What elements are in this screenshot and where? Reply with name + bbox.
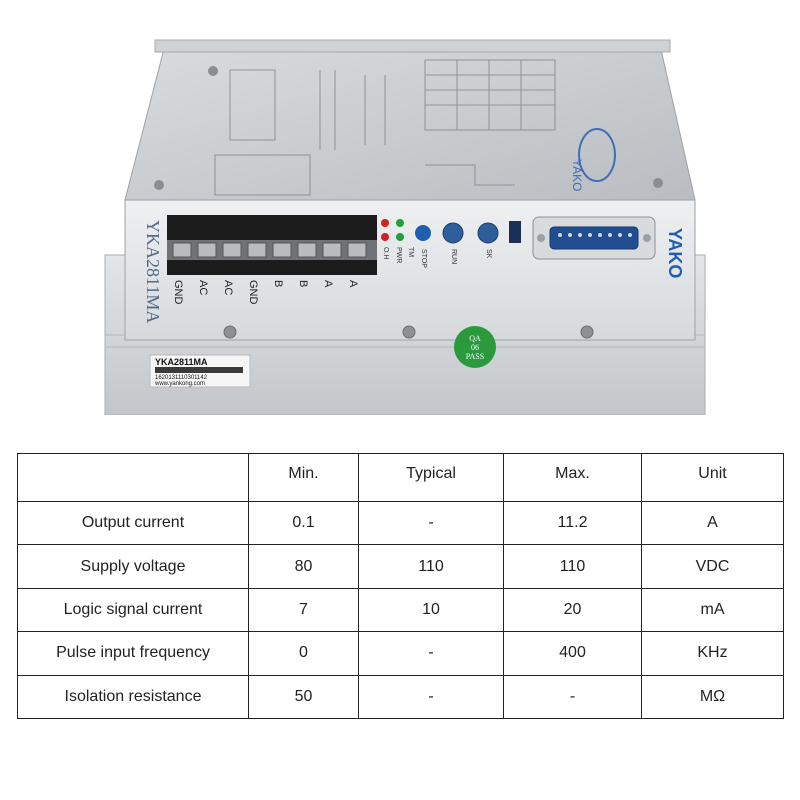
cell-parameter: Supply voltage — [17, 544, 249, 589]
cell-typical: - — [358, 500, 504, 546]
header-cell-typical: Typical — [358, 453, 504, 502]
cell-max: - — [503, 674, 642, 720]
cell-unit: MΩ — [641, 674, 784, 720]
stop-label: STOP — [420, 249, 427, 268]
run-knob[interactable] — [442, 222, 464, 244]
product-photo: YAKO YKA2811MA GND AC AC GND B B A A O.H… — [104, 39, 706, 415]
terminal-label: A — [347, 280, 359, 288]
cell-typical: 10 — [358, 587, 504, 633]
front-model-text: YKA2811MA — [143, 220, 163, 323]
table-row: Supply voltage 80 110 110 VDC — [17, 544, 784, 589]
cell-parameter: Output current — [17, 500, 249, 546]
qa-badge-line-1: QA — [469, 334, 481, 343]
qa-badge-line-2: 06 — [471, 343, 479, 352]
cell-unit: mA — [641, 587, 784, 633]
spec-table: Min. Typical Max. Unit Output current 0.… — [17, 453, 784, 720]
sk-knob[interactable] — [477, 222, 499, 244]
led-label-oh: O.H — [382, 247, 389, 259]
dip-switch[interactable] — [509, 221, 521, 243]
front-screw-middle — [402, 325, 416, 339]
cover-printing — [214, 59, 556, 196]
terminal-label: A — [322, 280, 334, 288]
terminal-label: AC — [197, 280, 209, 295]
run-label: RUN — [450, 249, 457, 264]
front-screw-left — [223, 325, 237, 339]
cell-typical: - — [358, 674, 504, 720]
terminal-block — [167, 215, 377, 275]
qa-badge-line-3: PASS — [466, 352, 484, 361]
terminal-label: B — [297, 280, 309, 287]
front-brand: YAKO — [665, 228, 685, 278]
stop-knob[interactable] — [415, 225, 431, 241]
cell-unit: A — [641, 500, 784, 546]
db15-connector — [532, 216, 656, 260]
table-row: Logic signal current 7 10 20 mA — [17, 587, 784, 633]
cell-min: 0.1 — [248, 500, 359, 546]
terminal-label: B — [272, 280, 284, 287]
cover-screw-3 — [154, 180, 164, 190]
cell-typical: 110 — [358, 544, 504, 589]
table-row: Pulse input frequency 0 - 400 KHz — [17, 631, 784, 676]
cell-parameter: Logic signal current — [17, 587, 249, 633]
cell-unit: KHz — [641, 631, 784, 676]
table-header-row: Min. Typical Max. Unit — [17, 453, 784, 502]
cover-brand-text: YAKO — [570, 159, 584, 191]
qa-badge: QA 06 PASS — [454, 326, 496, 368]
front-screw-right — [580, 325, 594, 339]
cell-max: 110 — [503, 544, 642, 589]
terminal-label: AC — [222, 280, 234, 295]
cell-min: 0 — [248, 631, 359, 676]
cell-max: 400 — [503, 631, 642, 676]
cover-screw-1 — [208, 66, 218, 76]
cell-parameter: Isolation resistance — [17, 674, 249, 720]
cell-parameter: Pulse input frequency — [17, 631, 249, 676]
header-cell-unit: Unit — [641, 453, 784, 502]
led-red-top — [381, 219, 389, 227]
terminal-label: GND — [247, 280, 259, 305]
cell-min: 50 — [248, 674, 359, 720]
sticker-serial: 1620131110301142 — [155, 375, 208, 381]
cover-screw-2 — [653, 178, 663, 188]
yako-cover-logo — [578, 128, 616, 182]
table-row: Isolation resistance 50 - - MΩ — [17, 674, 784, 720]
serial-sticker: YKA2811MA 1620131110301142 www.yankong.c… — [149, 354, 251, 388]
sticker-model: YKA2811MA — [155, 357, 208, 367]
led-red-bottom — [381, 233, 389, 241]
cell-min: 80 — [248, 544, 359, 589]
sticker-website: www.yankong.com — [154, 381, 205, 387]
table-row: Output current 0.1 - 11.2 A — [17, 500, 784, 546]
cell-typical: - — [358, 631, 504, 676]
header-cell-min: Min. — [248, 453, 359, 502]
top-rail — [154, 39, 671, 53]
led-label-pwr: PWR — [395, 247, 402, 263]
led-green-bottom — [396, 233, 404, 241]
cell-max: 20 — [503, 587, 642, 633]
header-cell-max: Max. — [503, 453, 642, 502]
sk-label: SK — [485, 249, 492, 259]
terminal-labels: GND AC AC GND B B A A — [172, 280, 359, 305]
cell-min: 7 — [248, 587, 359, 633]
cell-max: 11.2 — [503, 500, 642, 546]
header-cell-parameter — [17, 453, 249, 502]
cell-unit: VDC — [641, 544, 784, 589]
led-label-tm: TM — [407, 247, 414, 257]
led-green-top — [396, 219, 404, 227]
terminal-label: GND — [172, 280, 184, 305]
